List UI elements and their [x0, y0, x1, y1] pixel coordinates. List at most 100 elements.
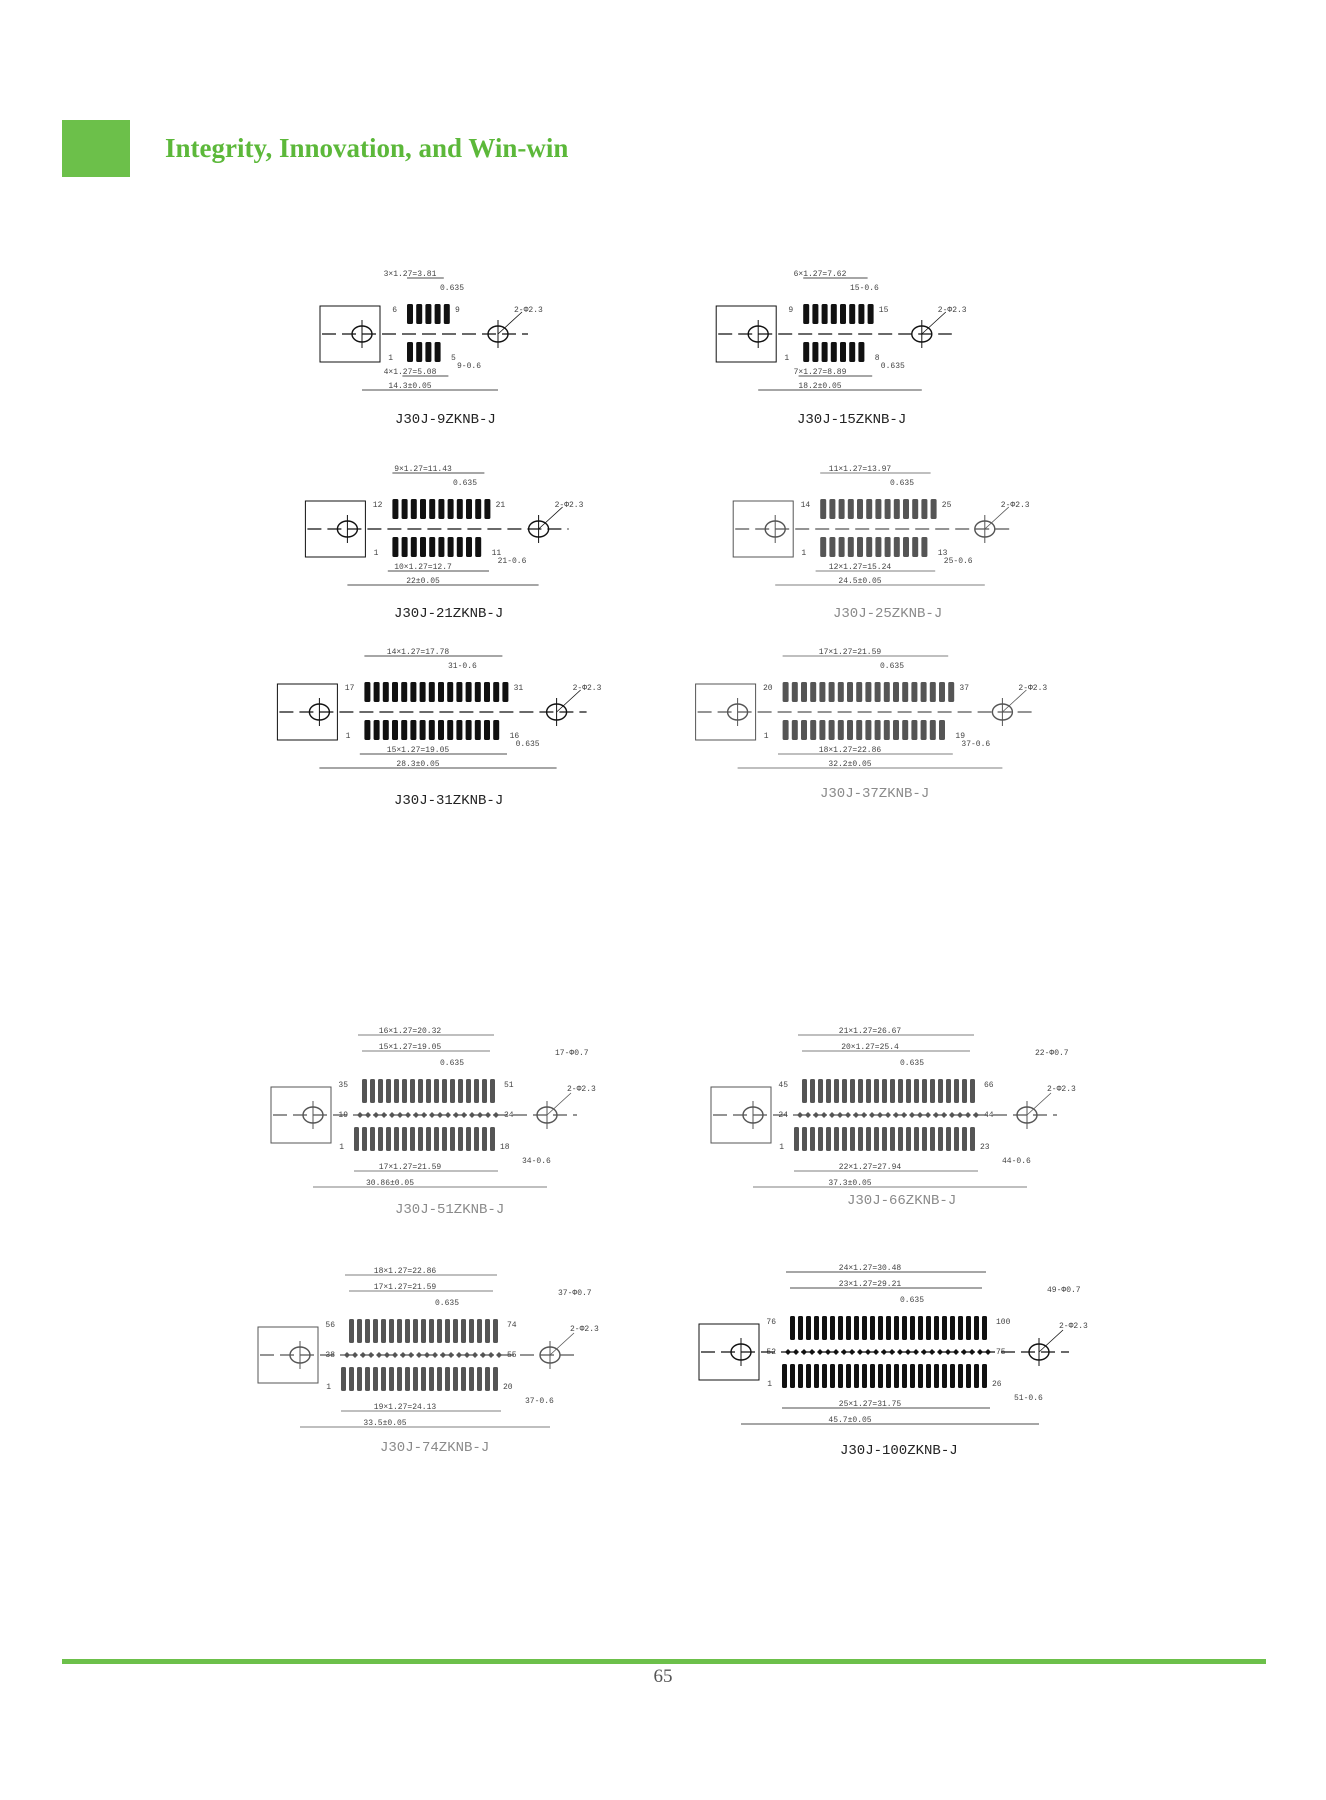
pin-bottom — [456, 537, 463, 557]
pin-top — [493, 682, 500, 702]
pin-mid — [472, 1352, 478, 1358]
pin-number-label: 1 — [326, 1383, 331, 1392]
connector-drawing-svg: 3×1.27=3.810.6352-Φ2.39-0.64×1.27=5.0814… — [319, 270, 543, 391]
pin-top — [878, 1316, 883, 1340]
pin-bottom — [921, 537, 928, 557]
pin-mid — [392, 1352, 398, 1358]
dim-label: 37-0.6 — [525, 1397, 554, 1406]
pin-top — [894, 1316, 899, 1340]
pin-number-label: 12 — [373, 501, 383, 510]
pin-bottom — [850, 1127, 855, 1151]
pin-top — [914, 1079, 919, 1103]
dim-label: 17×1.27=21.59 — [379, 1163, 442, 1172]
dim-label: 18.2±0.05 — [798, 382, 841, 391]
pin-top — [482, 1079, 487, 1103]
connector-drawing-svg: 16×1.27=20.3215×1.27=19.050.63517-Φ0.72-… — [270, 1027, 596, 1188]
pin-mid — [965, 1112, 971, 1118]
pin-number-label: 1 — [801, 549, 806, 558]
pin-bottom — [842, 1127, 847, 1151]
pin-bottom — [918, 1364, 923, 1388]
pin-mid — [937, 1349, 943, 1355]
pin-bottom — [434, 1127, 439, 1151]
dim-label: 0.635 — [900, 1296, 924, 1305]
pin-bottom — [429, 537, 436, 557]
dim-label: 44-0.6 — [1002, 1157, 1031, 1166]
dim-label: 2-Φ2.3 — [938, 306, 967, 315]
pin-mid — [821, 1112, 827, 1118]
pin-number-label: 1 — [346, 732, 351, 741]
pin-bottom — [820, 537, 827, 557]
pin-bottom — [461, 1367, 466, 1391]
connector-drawing-svg: 18×1.27=22.8617×1.27=21.590.63537-Φ0.72-… — [257, 1267, 599, 1428]
pin-bottom — [413, 1367, 418, 1391]
pin-bottom — [893, 537, 900, 557]
pin-top — [392, 682, 398, 702]
pin-mid — [456, 1352, 462, 1358]
pin-bottom — [912, 537, 919, 557]
dim-label: 19×1.27=24.13 — [374, 1403, 437, 1412]
pin-bottom — [878, 1364, 883, 1388]
pin-bottom — [821, 342, 828, 362]
pin-mid — [977, 1349, 983, 1355]
pin-mid — [352, 1352, 358, 1358]
pin-top — [429, 499, 436, 519]
dim-label: 22×1.27=27.94 — [839, 1163, 902, 1172]
pin-number-label: 1 — [339, 1143, 344, 1152]
leader-line — [1026, 1092, 1052, 1116]
pin-bottom — [465, 720, 472, 740]
pin-number-label: 8 — [875, 354, 880, 363]
pin-bottom — [790, 1364, 795, 1388]
pin-bottom — [929, 720, 936, 740]
pin-mid — [913, 1349, 919, 1355]
pin-top — [364, 682, 371, 702]
pin-top — [428, 682, 435, 702]
pin-top — [410, 499, 417, 519]
dim-label: 0.635 — [881, 362, 905, 371]
pin-mid — [785, 1349, 791, 1355]
dim-label: 31-0.6 — [448, 662, 477, 671]
dim-label: 37-Φ0.7 — [558, 1289, 592, 1298]
pin-bottom — [421, 1367, 426, 1391]
pin-number-label: 74 — [507, 1321, 517, 1330]
pin-top — [814, 1316, 819, 1340]
pin-bottom — [381, 1367, 386, 1391]
pin-mid — [365, 1112, 371, 1118]
pin-bottom — [378, 1127, 383, 1151]
pin-top — [930, 499, 937, 519]
dim-label: 17×1.27=21.59 — [819, 648, 882, 657]
connector-drawing-svg: 6×1.27=7.6215-0.62-Φ2.30.6357×1.27=8.891… — [715, 270, 967, 391]
pin-top — [870, 1316, 875, 1340]
pin-top — [921, 499, 928, 519]
pin-number-label: 23 — [980, 1143, 990, 1152]
pin-mid — [381, 1112, 387, 1118]
caption-j30j-21: J30J-21ZKNB-J — [394, 606, 504, 622]
pin-mid — [961, 1349, 967, 1355]
pin-bottom — [482, 1127, 487, 1151]
dim-label: 7×1.27=8.89 — [794, 368, 847, 377]
pin-mid — [437, 1112, 443, 1118]
pin-number-label: 20 — [503, 1383, 513, 1392]
pin-bottom — [354, 1127, 359, 1151]
pin-top — [386, 1079, 391, 1103]
pin-top — [856, 682, 863, 702]
pin-bottom — [410, 537, 417, 557]
pin-mid — [493, 1112, 499, 1118]
connector-drawing-svg: 21×1.27=26.6720×1.27=25.40.63522-Φ0.72-Φ… — [710, 1027, 1076, 1188]
header-accent-block — [62, 120, 130, 177]
pin-bottom — [401, 720, 408, 740]
pin-top — [458, 1079, 463, 1103]
pin-bottom — [429, 1367, 434, 1391]
pin-mid — [432, 1352, 438, 1358]
dim-label: 25×1.27=31.75 — [839, 1400, 902, 1409]
dim-label: 32.2±0.05 — [828, 760, 871, 769]
housing-outline — [270, 1086, 332, 1144]
pin-top — [822, 1316, 827, 1340]
pin-mid — [889, 1349, 895, 1355]
pin-bottom — [402, 1127, 407, 1151]
pin-top — [450, 1079, 455, 1103]
caption-j30j-25: J30J-25ZKNB-J — [833, 606, 943, 622]
dim-label: 17-Φ0.7 — [555, 1049, 589, 1058]
caption-j30j-51: J30J-51ZKNB-J — [395, 1202, 505, 1218]
